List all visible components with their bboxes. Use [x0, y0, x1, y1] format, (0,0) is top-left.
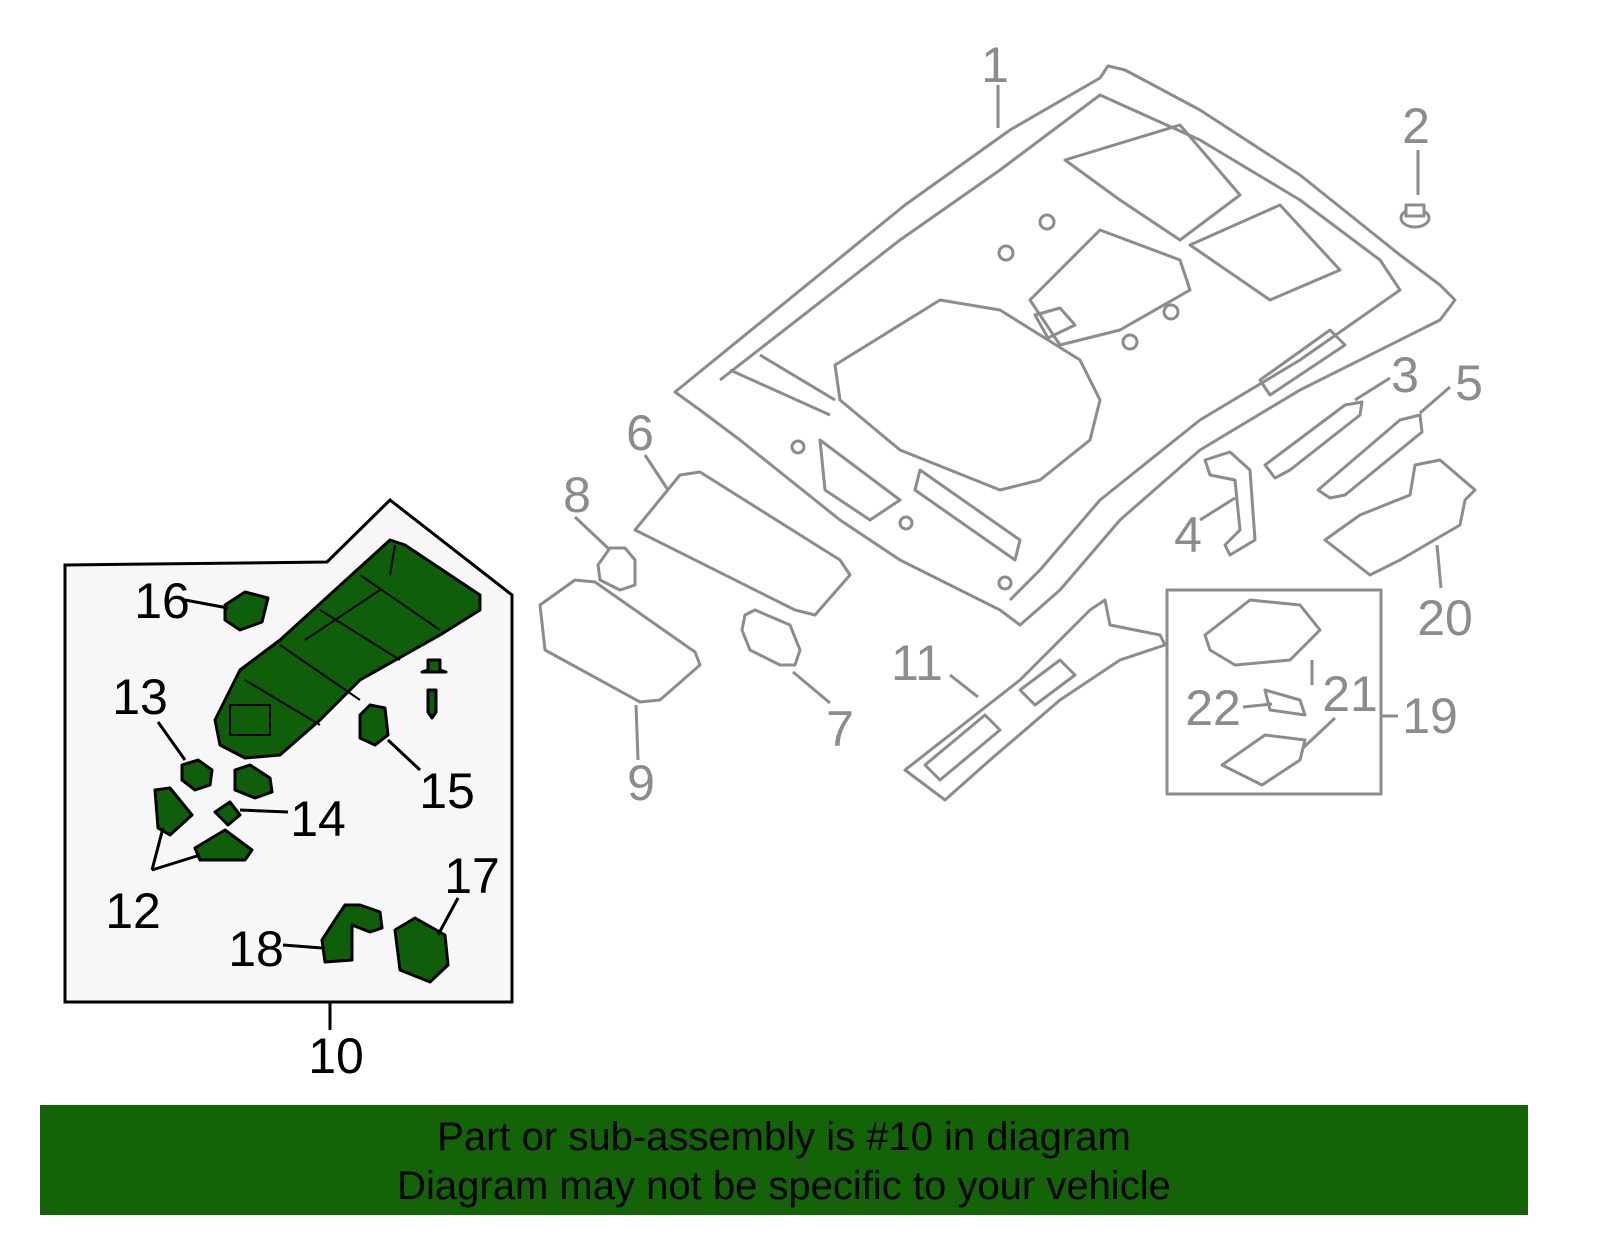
- part-12-lens-b[interactable]: [193, 828, 254, 862]
- bracket-part-5[interactable]: [1316, 413, 1424, 500]
- callout-15: 15: [419, 763, 475, 819]
- callout-19: 19: [1402, 688, 1458, 744]
- part-13-bulb[interactable]: [180, 758, 214, 792]
- callout-3: 3: [1391, 347, 1419, 403]
- bracket-part-20[interactable]: [1323, 458, 1477, 577]
- callout-9: 9: [627, 755, 655, 811]
- part-14-bulb-b[interactable]: [213, 800, 242, 827]
- group-box-19: [1165, 588, 1398, 796]
- banner-line-2: Diagram may not be specific to your vehi…: [397, 1164, 1171, 1208]
- callout-18: 18: [228, 921, 284, 977]
- callout-21: 21: [1322, 666, 1378, 722]
- screw: [426, 688, 438, 720]
- callout-7: 7: [826, 701, 854, 757]
- callout-22: 22: [1185, 680, 1241, 736]
- sun-visor[interactable]: [633, 470, 852, 617]
- leader-lines: [150, 85, 1451, 950]
- visor-bracket[interactable]: [740, 608, 802, 667]
- part-12-lens-a[interactable]: [153, 786, 194, 837]
- info-banner: Part or sub-assembly is #10 in diagram D…: [40, 1105, 1528, 1215]
- grommet: [420, 658, 448, 674]
- callout-16: 16: [134, 573, 190, 629]
- part-17-switch[interactable]: [393, 916, 450, 984]
- assist-grip[interactable]: [1263, 400, 1364, 480]
- pillar-grip[interactable]: [1203, 450, 1257, 557]
- map-lamp-assembly[interactable]: [213, 538, 482, 760]
- callout-10: 10: [308, 1028, 364, 1084]
- part-18-harness[interactable]: [320, 903, 384, 964]
- callout-20: 20: [1417, 590, 1473, 646]
- part-16[interactable]: [223, 590, 270, 632]
- headliner[interactable]: [673, 64, 1457, 627]
- clip-part-2[interactable]: [1399, 203, 1431, 229]
- callout-6: 6: [626, 405, 654, 461]
- callout-13: 13: [112, 669, 168, 725]
- callout-17: 17: [444, 848, 500, 904]
- callout-12: 12: [105, 883, 161, 939]
- callout-2: 2: [1402, 98, 1430, 154]
- callout-1: 1: [981, 37, 1009, 93]
- vanity-mirror[interactable]: [538, 578, 702, 704]
- callout-11: 11: [891, 635, 943, 691]
- part-14-bulb-a[interactable]: [233, 763, 274, 800]
- roof-console-trim[interactable]: [903, 598, 1167, 802]
- callout-14: 14: [290, 791, 346, 847]
- callout-5: 5: [1455, 355, 1483, 411]
- callout-8: 8: [563, 467, 591, 523]
- visor-clip[interactable]: [596, 546, 637, 592]
- part-15[interactable]: [358, 703, 390, 747]
- callout-4: 4: [1174, 507, 1202, 563]
- banner-line-1: Part or sub-assembly is #10 in diagram: [437, 1115, 1131, 1159]
